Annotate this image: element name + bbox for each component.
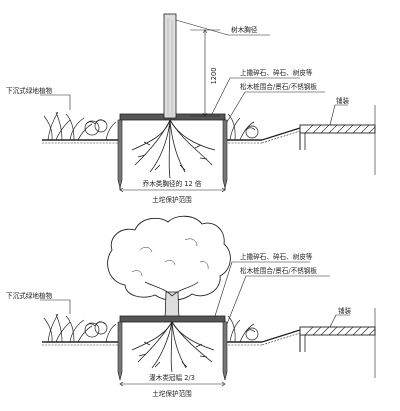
top-label-paving: 铺装 — [336, 96, 350, 105]
bottom-roots — [131, 321, 215, 373]
top-label-edging: 松木桩围合/景石/不锈钢板 — [240, 82, 317, 91]
top-roots — [131, 119, 216, 179]
bottom-plants-left — [43, 313, 117, 343]
top-label-width-note: 乔木类胸径的 12 倍 — [143, 179, 202, 188]
bottom-label-protection-range: 土坨保护范围 — [152, 389, 192, 398]
bottom-section: 上撒碎石、碎石、树皮等 松木桩围合/景石/不锈钢板 铺装 下沉式绿地植物 灌木类… — [6, 215, 376, 398]
top-plants-right — [227, 113, 259, 141]
top-label-protection-range: 土坨保护范围 — [152, 195, 192, 204]
bottom-label-width-note: 灌木类冠幅 2/3 — [149, 373, 195, 382]
bottom-label-planting: 下沉式绿地植物 — [6, 291, 53, 300]
bottom-width-dimension — [119, 381, 226, 387]
top-leaders — [40, 19, 348, 126]
top-label-trunk: 树木胸径 — [231, 25, 258, 34]
top-height-value: 1200 — [210, 68, 218, 85]
top-height-dimension — [190, 29, 220, 117]
top-plants-left — [43, 111, 117, 141]
top-label-planting: 下沉式绿地植物 — [6, 86, 53, 95]
top-section: 1200 树木胸径 上撒碎石、碎石、树皮等 松木桩围合/景石/不锈钢板 铺装 下… — [6, 13, 376, 204]
bottom-label-paving: 铺装 — [338, 306, 352, 315]
top-width-dimension — [119, 187, 226, 193]
bottom-crown — [107, 215, 231, 301]
top-label-surface: 上撒碎石、碎石、树皮等 — [240, 68, 313, 77]
bottom-leaders — [40, 261, 350, 328]
bottom-ground — [42, 308, 376, 381]
bottom-plants-right — [227, 315, 259, 343]
bottom-label-surface: 上撒碎石、碎石、树皮等 — [240, 252, 313, 261]
top-trunk — [163, 13, 177, 119]
bottom-label-edging: 松木桩围合/景石/不锈钢板 — [240, 266, 317, 275]
top-ground — [42, 105, 376, 190]
